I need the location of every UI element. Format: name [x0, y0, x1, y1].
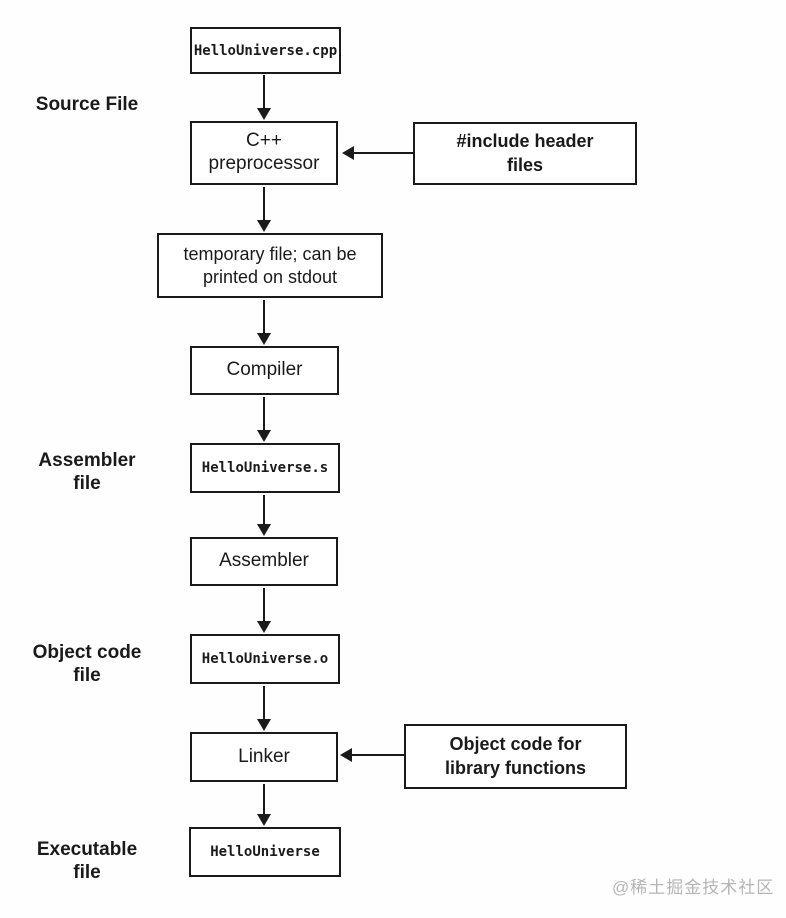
node-linker: Linker	[190, 732, 338, 782]
arrow-libraries-to-linker	[340, 748, 404, 762]
node-temporary-file: temporary file; can be printed on stdout	[157, 233, 383, 298]
node-include-headers: #include header files	[413, 122, 637, 185]
stage-label-object-code-file: Object code file	[32, 642, 142, 687]
node-assembly-file: HelloUniverse.s	[190, 443, 340, 493]
node-preprocessor: C++ preprocessor	[190, 121, 338, 185]
arrow-headers-to-preprocessor	[342, 146, 413, 160]
arrow-compiler-to-assemblyfile	[257, 397, 271, 442]
arrow-preprocessor-to-tempfile	[257, 187, 271, 232]
node-library-object-code: Object code for library functions	[404, 724, 627, 789]
node-compiler: Compiler	[190, 346, 339, 395]
watermark-text: @稀土掘金技术社区	[612, 878, 775, 897]
node-executable: HelloUniverse	[189, 827, 341, 877]
arrow-source-to-preprocessor	[257, 75, 271, 120]
stage-label-source-file: Source File	[35, 94, 139, 115]
node-object-file: HelloUniverse.o	[190, 634, 340, 684]
stage-label-assembler-file: Assembler file	[38, 450, 136, 495]
arrow-objectfile-to-linker	[257, 686, 271, 731]
arrow-assembler-to-objectfile	[257, 588, 271, 633]
arrow-tempfile-to-compiler	[257, 300, 271, 345]
arrow-assemblyfile-to-assembler	[257, 495, 271, 536]
arrow-linker-to-executable	[257, 784, 271, 826]
node-assembler: Assembler	[190, 537, 338, 586]
stage-label-executable-file: Executable file	[36, 839, 138, 884]
node-source-file: HelloUniverse.cpp	[190, 27, 341, 74]
